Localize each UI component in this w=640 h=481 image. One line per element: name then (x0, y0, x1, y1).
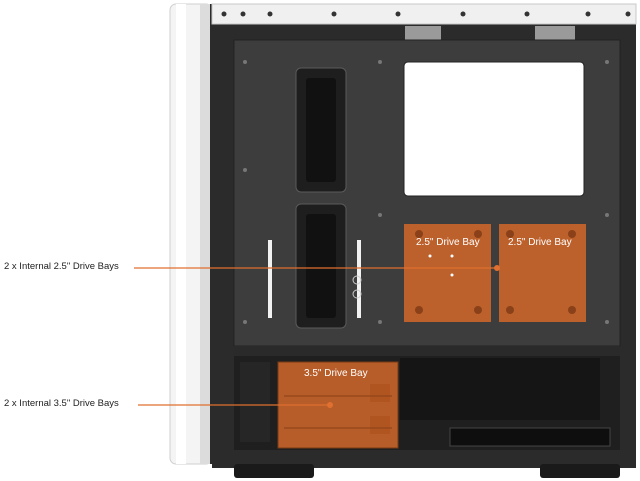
callout-dot-25 (494, 265, 500, 271)
bay-label-35: 3.5" Drive Bay (304, 368, 368, 379)
front-panel (169, 3, 213, 465)
bay-label-25-right: 2.5" Drive Bay (508, 237, 572, 248)
callout-dot-35 (327, 402, 333, 408)
callout-label-25: 2 x Internal 2.5" Drive Bays (4, 261, 119, 272)
callout-label-35: 2 x Internal 3.5" Drive Bays (4, 398, 119, 409)
case-feet (212, 462, 636, 478)
drive-bay-25-left (404, 224, 491, 322)
drive-bay-25-right (499, 224, 586, 322)
bay-label-25-left: 2.5" Drive Bay (416, 237, 480, 248)
